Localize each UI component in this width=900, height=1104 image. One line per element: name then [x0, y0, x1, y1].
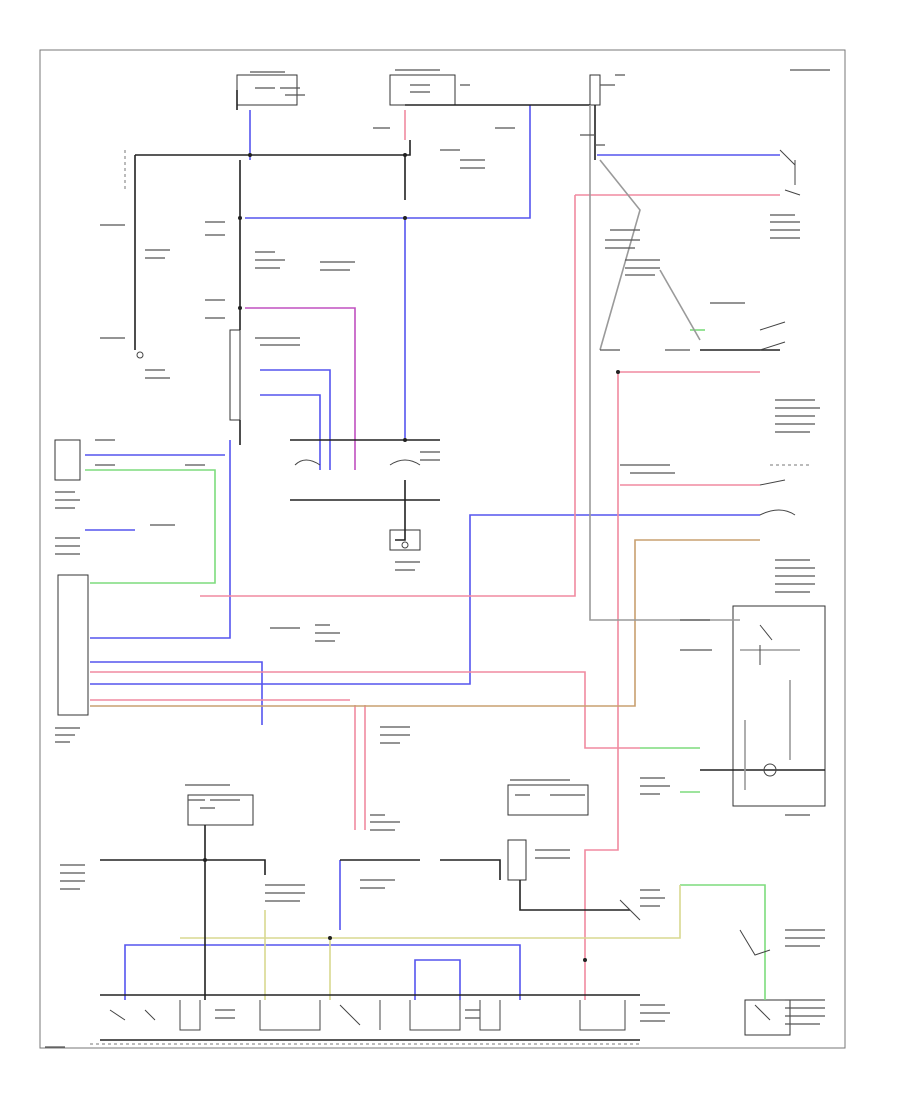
control-module-connector [57, 574, 89, 716]
component-boxes [54, 74, 826, 1036]
meter-assembly [732, 605, 826, 807]
dashed-boundaries [90, 150, 810, 1045]
switch-symbols [109, 149, 801, 1031]
junction-dots [203, 153, 620, 962]
fuse-block-top-left [236, 74, 298, 106]
fuse-block-bottom-center [507, 784, 589, 816]
pink-wires [90, 110, 780, 1000]
yellow-tan-wires [90, 539, 760, 1000]
diagram-border [39, 49, 846, 1049]
fuse-block-top-center [389, 74, 456, 106]
gray-wires [589, 105, 800, 790]
magenta-wires [245, 307, 356, 470]
relay-bottom-center [507, 839, 527, 881]
green-wires [85, 329, 766, 1000]
fuse-top-right [589, 74, 601, 106]
fuse-block-bottom-left [187, 794, 254, 826]
sensor-connector-left [54, 439, 81, 481]
blue-wires [85, 105, 780, 1000]
black-wires [100, 90, 825, 1041]
switch-bottom-right [744, 999, 791, 1036]
label-marks [45, 69, 830, 1048]
relay-connector [229, 329, 241, 421]
